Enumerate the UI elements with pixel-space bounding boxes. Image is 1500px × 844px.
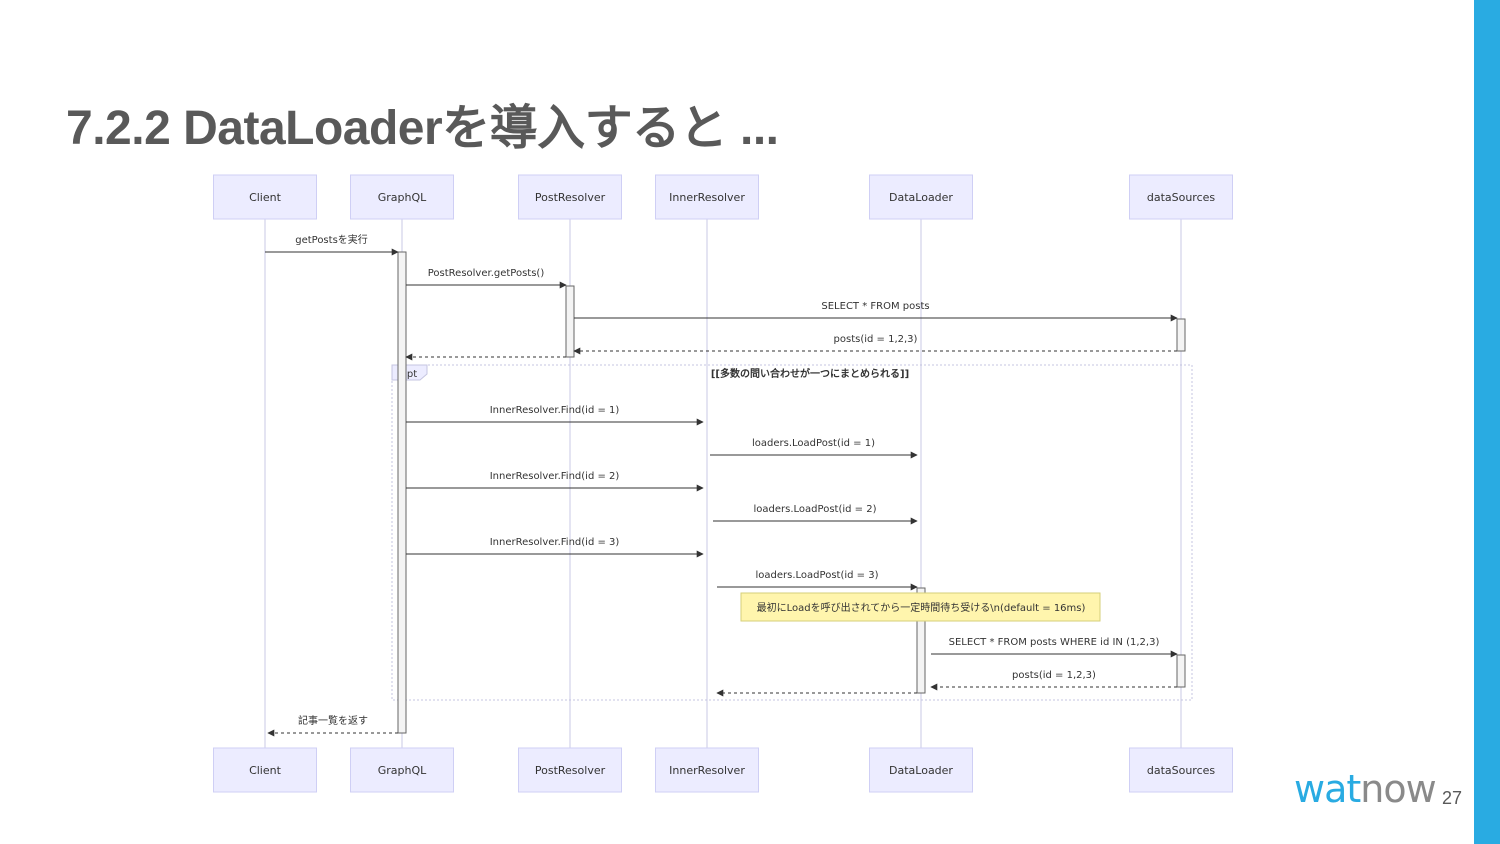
actor-label: Client xyxy=(249,191,282,204)
message-7: loaders.LoadPost(id = 1) xyxy=(710,438,918,459)
actor-top-client: Client xyxy=(213,174,317,220)
actor-bottom-dataloader: DataLoader xyxy=(869,747,973,793)
logo-text-part1: wat xyxy=(1294,767,1361,811)
actor-top-postresolver: PostResolver xyxy=(518,174,622,220)
message-label: getPostsを実行 xyxy=(295,233,368,246)
actor-label: dataSources xyxy=(1147,191,1216,204)
opt-condition: [[多数の問い合わせが一つにまとめられる]] xyxy=(711,367,909,380)
actor-label: InnerResolver xyxy=(669,764,745,777)
message-label: PostResolver.getPosts() xyxy=(428,268,545,279)
message-9: loaders.LoadPost(id = 2) xyxy=(713,504,918,525)
activation-postresolver xyxy=(565,285,575,358)
opt-frame xyxy=(391,364,1193,701)
page-number: 27 xyxy=(1442,788,1463,808)
actor-bottom-client: Client xyxy=(213,747,317,793)
note-box xyxy=(740,592,1101,622)
activation-datasources-2 xyxy=(1176,654,1186,688)
message-label: loaders.LoadPost(id = 2) xyxy=(754,504,877,515)
message-15: 記事一覧を返す xyxy=(267,714,398,737)
actor-top-dataloader: DataLoader xyxy=(869,174,973,220)
actor-label: Client xyxy=(249,764,282,777)
message-label: SELECT * FROM posts WHERE id IN (1,2,3) xyxy=(949,637,1160,648)
actor-top-graphql: GraphQL xyxy=(350,174,454,220)
message-11: loaders.LoadPost(id = 3) xyxy=(717,570,918,591)
message-label: InnerResolver.Find(id = 2) xyxy=(490,471,620,482)
actor-label: InnerResolver xyxy=(669,191,745,204)
actor-label: DataLoader xyxy=(889,764,953,777)
slide-title: 7.2.2 DataLoaderを導入すると ... xyxy=(66,102,779,155)
actor-bottom-graphql: GraphQL xyxy=(350,747,454,793)
actor-label: dataSources xyxy=(1147,764,1216,777)
logo-text-part2: now xyxy=(1360,767,1436,811)
message-label: loaders.LoadPost(id = 3) xyxy=(756,570,879,581)
actor-bottom-innerresolver: InnerResolver xyxy=(655,747,759,793)
message-label: 記事一覧を返す xyxy=(298,714,368,727)
message-13: posts(id = 1,2,3) xyxy=(930,670,1177,691)
activation-graphql xyxy=(397,251,407,734)
note-text: 最初にLoadを呼び出されてから一定時間待ち受ける\n(default = 16… xyxy=(757,601,1086,614)
actor-label: PostResolver xyxy=(535,764,606,777)
message-label: InnerResolver.Find(id = 1) xyxy=(490,405,620,416)
actor-label: GraphQL xyxy=(378,764,427,777)
actor-label: GraphQL xyxy=(378,191,427,204)
message-label: InnerResolver.Find(id = 3) xyxy=(490,537,620,548)
message-label: posts(id = 1,2,3) xyxy=(834,334,918,345)
message-3: SELECT * FROM posts xyxy=(574,301,1178,322)
message-6: InnerResolver.Find(id = 1) xyxy=(406,405,704,426)
actor-bottom-postresolver: PostResolver xyxy=(518,747,622,793)
message-12: SELECT * FROM posts WHERE id IN (1,2,3) xyxy=(931,637,1178,658)
message-label: loaders.LoadPost(id = 1) xyxy=(752,438,875,449)
actor-bottom-datasources: dataSources xyxy=(1129,747,1233,793)
opt-tag-label: opt xyxy=(401,369,417,380)
message-2: PostResolver.getPosts() xyxy=(406,268,567,289)
accent-bar xyxy=(1474,0,1500,844)
activation-datasources-1 xyxy=(1176,318,1186,352)
activation-dataloader xyxy=(916,587,926,694)
message-8: InnerResolver.Find(id = 2) xyxy=(406,471,704,492)
message-4: posts(id = 1,2,3) xyxy=(573,334,1177,355)
message-label: posts(id = 1,2,3) xyxy=(1012,670,1096,681)
actor-top-datasources: dataSources xyxy=(1129,174,1233,220)
message-label: SELECT * FROM posts xyxy=(821,301,929,312)
watnow-logo: watnow xyxy=(1294,767,1437,811)
message-1: getPostsを実行 xyxy=(265,233,399,256)
actor-label: DataLoader xyxy=(889,191,953,204)
actor-label: PostResolver xyxy=(535,191,606,204)
actor-top-innerresolver: InnerResolver xyxy=(655,174,759,220)
message-10: InnerResolver.Find(id = 3) xyxy=(406,537,704,558)
